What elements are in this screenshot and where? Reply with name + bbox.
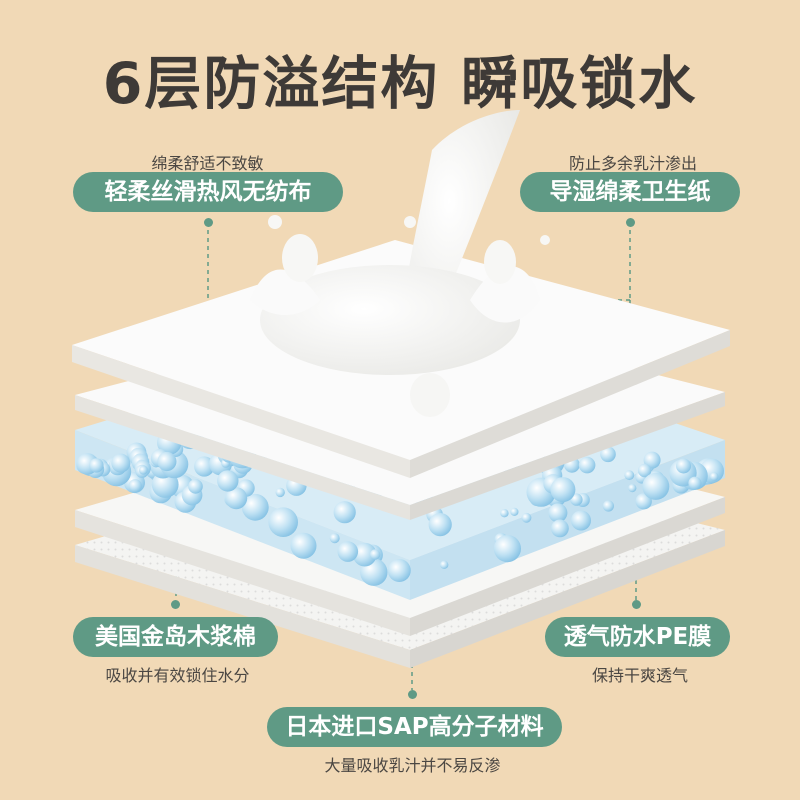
callout-dot bbox=[632, 600, 641, 609]
sap-bubble bbox=[352, 542, 377, 567]
sap-bubble bbox=[337, 541, 359, 562]
callout-note-mid-right: 保持干爽透气 bbox=[591, 666, 688, 685]
sap-bubble bbox=[624, 470, 635, 481]
callout-note-bottom: 大量吸收乳汁并不易反渗 bbox=[324, 756, 501, 775]
sap-bubble bbox=[548, 503, 568, 523]
sap-bubble bbox=[500, 509, 509, 518]
sap-bubble bbox=[387, 559, 411, 582]
sap-bubble bbox=[709, 472, 719, 481]
sap-bubble bbox=[290, 532, 317, 559]
milk-splash bbox=[250, 110, 550, 417]
sap-bubble bbox=[521, 512, 532, 523]
callout-dot bbox=[204, 218, 213, 227]
sap-bubble bbox=[628, 484, 637, 493]
sap-bubble bbox=[550, 477, 576, 503]
callout-label-mid-right: 透气防水PE膜 bbox=[545, 617, 730, 657]
callout-dot bbox=[626, 218, 635, 227]
callout-label-mid-left: 美国金岛木浆棉 bbox=[73, 617, 278, 657]
sap-bubble bbox=[510, 507, 519, 516]
sap-bubble bbox=[551, 519, 569, 538]
sap-bubble bbox=[428, 513, 452, 537]
sap-bubble bbox=[333, 501, 356, 524]
callout-note-top-right: 防止多余乳汁渗出 bbox=[568, 154, 697, 173]
callout-dot bbox=[171, 600, 180, 609]
sap-bubble bbox=[642, 472, 670, 500]
sap-bubble bbox=[89, 458, 104, 473]
sap-bubble bbox=[111, 453, 131, 473]
sap-bubble bbox=[637, 463, 652, 478]
sap-bubble bbox=[217, 470, 239, 492]
sap-bubble bbox=[676, 458, 691, 474]
sap-bubble bbox=[194, 456, 215, 477]
sap-bubble bbox=[241, 493, 269, 521]
sap-bubble bbox=[139, 466, 148, 475]
sap-bubble bbox=[157, 451, 177, 472]
sap-bubble bbox=[275, 487, 285, 498]
sap-bubble bbox=[369, 549, 381, 560]
sap-bubble bbox=[493, 535, 521, 563]
callout-label-top-left: 轻柔丝滑热风无纺布 bbox=[73, 172, 343, 212]
sap-bubble bbox=[643, 451, 661, 469]
callout-label-bottom: 日本进口SAP高分子材料 bbox=[267, 707, 562, 747]
sap-bubble bbox=[128, 479, 142, 493]
callout-note-top-left: 绵柔舒适不致敏 bbox=[151, 154, 264, 173]
callout-note-mid-left: 吸收并有效锁住水分 bbox=[105, 666, 250, 685]
sap-bubble bbox=[688, 476, 702, 490]
sap-bubble bbox=[268, 507, 299, 537]
sap-bubble bbox=[225, 487, 248, 510]
callout-dot bbox=[408, 690, 417, 699]
sap-bubble bbox=[440, 560, 449, 569]
sap-bubble bbox=[329, 533, 340, 544]
sap-bubble bbox=[578, 456, 596, 474]
sap-bubble bbox=[571, 510, 591, 531]
page-title: 6层防溢结构 瞬吸锁水 bbox=[102, 51, 698, 117]
sap-bubble bbox=[188, 479, 203, 494]
callout-label-top-right: 导湿绵柔卫生纸 bbox=[520, 172, 740, 212]
sap-bubble bbox=[600, 446, 616, 463]
sap-bubble bbox=[602, 500, 615, 512]
